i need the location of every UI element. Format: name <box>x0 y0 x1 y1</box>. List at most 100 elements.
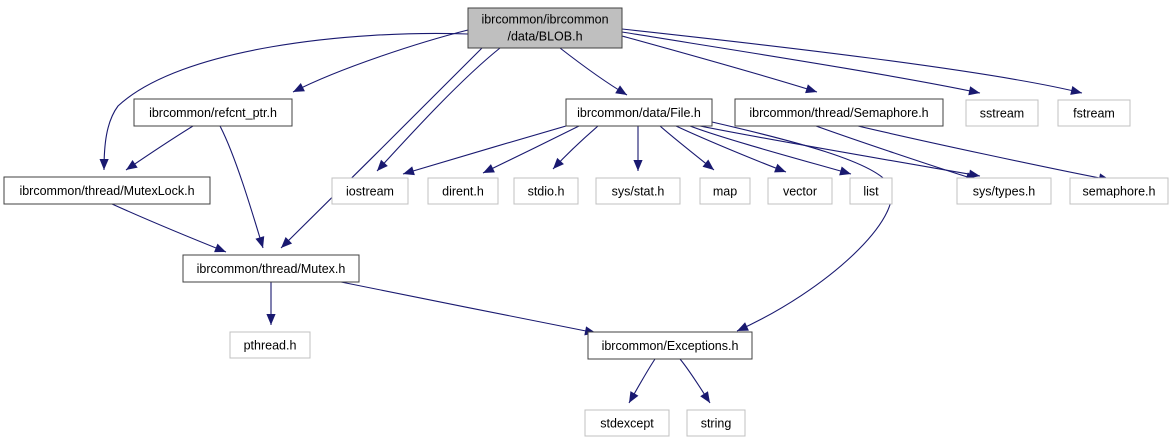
node-box-stdexcept[interactable] <box>584 409 670 437</box>
node-sysstat[interactable]: sys/stat.h <box>595 177 681 205</box>
node-dirent[interactable]: dirent.h <box>427 177 499 205</box>
node-sstream[interactable]: sstream <box>965 99 1039 127</box>
node-blob[interactable]: ibrcommon/ibrcommon/data/BLOB.h <box>467 7 623 49</box>
node-label-refcnt: ibrcommon/refcnt_ptr.h <box>149 106 277 120</box>
edge-mutexlock-to-mutex <box>111 203 227 253</box>
node-map[interactable]: map <box>699 177 751 205</box>
arrowhead-blob-to-sstream <box>968 86 980 96</box>
node-box-vector[interactable] <box>767 177 833 205</box>
edge-blob-to-mutex <box>280 47 483 249</box>
node-exceptions[interactable]: ibrcommon/Exceptions.h <box>587 331 753 360</box>
edge-blob-to-sstream <box>621 31 981 94</box>
node-box-semaphore_h[interactable] <box>734 98 944 127</box>
node-label-blob-line2: /data/BLOB.h <box>507 29 582 43</box>
node-box-systypes[interactable] <box>956 177 1052 205</box>
node-fstream[interactable]: fstream <box>1057 99 1131 127</box>
node-label-dirent: dirent.h <box>442 184 484 198</box>
edge-file-to-iostream <box>402 125 567 175</box>
node-label-string: string <box>701 416 732 430</box>
edge-blob-to-refcnt <box>292 29 469 93</box>
node-vector[interactable]: vector <box>767 177 833 205</box>
node-stdexcept[interactable]: stdexcept <box>584 409 670 437</box>
node-semaphore_sys[interactable]: semaphore.h <box>1069 177 1169 205</box>
node-label-semaphore_h: ibrcommon/thread/Semaphore.h <box>749 106 928 120</box>
node-refcnt[interactable]: ibrcommon/refcnt_ptr.h <box>133 98 293 127</box>
node-box-sysstat[interactable] <box>595 177 681 205</box>
nodes-layer: ibrcommon/ibrcommon/data/BLOB.hibrcommon… <box>3 7 1169 437</box>
node-label-vector: vector <box>783 184 817 198</box>
edge-blob-to-file <box>559 47 628 96</box>
node-box-refcnt[interactable] <box>133 98 293 127</box>
node-box-pthread[interactable] <box>229 331 311 359</box>
arrowhead-file-to-exceptions <box>737 322 749 331</box>
node-label-sstream: sstream <box>980 106 1024 120</box>
node-label-blob-line1: ibrcommon/ibrcommon <box>481 12 608 26</box>
arrowhead-file-to-dirent <box>483 164 495 173</box>
arrowhead-blob-to-iostream <box>377 159 388 171</box>
node-box-blob[interactable] <box>467 7 623 49</box>
node-label-stdio: stdio.h <box>528 184 565 198</box>
node-string[interactable]: string <box>686 409 746 437</box>
arrowhead-blob-to-file <box>615 85 627 95</box>
node-box-file[interactable] <box>565 98 713 127</box>
node-label-stdexcept: stdexcept <box>600 416 654 430</box>
edge-blob-to-mutexlock <box>103 32 469 171</box>
arrowhead-file-to-vector <box>774 163 786 173</box>
node-systypes[interactable]: sys/types.h <box>956 177 1052 205</box>
edge-blob-to-iostream <box>376 47 501 172</box>
arrowhead-mutex-to-pthread <box>266 314 276 325</box>
node-mutexlock[interactable]: ibrcommon/thread/MutexLock.h <box>3 176 211 205</box>
edge-semaphore_h-to-systypes <box>815 125 978 181</box>
arrowhead-blob-to-mutex <box>281 237 293 248</box>
arrowhead-file-to-iostream <box>403 166 415 176</box>
node-box-semaphore_sys[interactable] <box>1069 177 1169 205</box>
node-box-string[interactable] <box>686 409 746 437</box>
arrowhead-blob-to-semaphore_h <box>805 84 817 94</box>
node-label-file: ibrcommon/data/File.h <box>577 106 701 120</box>
arrowhead-exceptions-to-string <box>700 391 710 403</box>
node-label-semaphore_sys: semaphore.h <box>1083 184 1156 198</box>
arrowhead-file-to-map <box>702 159 714 170</box>
node-list[interactable]: list <box>849 177 893 205</box>
node-pthread[interactable]: pthread.h <box>229 331 311 359</box>
node-box-mutex[interactable] <box>182 254 360 283</box>
node-label-pthread: pthread.h <box>244 338 297 352</box>
arrowhead-blob-to-fstream <box>1070 85 1082 95</box>
arrowhead-blob-to-refcnt <box>293 82 305 92</box>
node-iostream[interactable]: iostream <box>331 177 409 205</box>
node-label-mutexlock: ibrcommon/thread/MutexLock.h <box>19 184 194 198</box>
node-mutex[interactable]: ibrcommon/thread/Mutex.h <box>182 254 360 283</box>
node-file[interactable]: ibrcommon/data/File.h <box>565 98 713 127</box>
edge-semaphore_h-to-semaphore_sys <box>857 125 1111 181</box>
node-box-map[interactable] <box>699 177 751 205</box>
arrowhead-exceptions-to-stdexcept <box>629 391 639 403</box>
node-label-map: map <box>713 184 737 198</box>
edge-file-to-dirent <box>482 125 580 174</box>
node-label-systypes: sys/types.h <box>973 184 1036 198</box>
node-box-fstream[interactable] <box>1057 99 1131 127</box>
edge-file-to-systypes <box>699 125 981 177</box>
arrowhead-mutexlock-to-mutex <box>214 243 226 253</box>
node-box-stdio[interactable] <box>513 177 579 205</box>
node-box-mutexlock[interactable] <box>3 176 211 205</box>
edge-blob-to-fstream <box>621 28 1083 94</box>
node-label-list: list <box>863 184 879 198</box>
node-stdio[interactable]: stdio.h <box>513 177 579 205</box>
arrowhead-file-to-list <box>839 166 851 176</box>
node-label-sysstat: sys/stat.h <box>612 184 665 198</box>
node-box-iostream[interactable] <box>331 177 409 205</box>
edge-refcnt-to-mutex <box>219 125 264 249</box>
node-label-iostream: iostream <box>346 184 394 198</box>
node-label-fstream: fstream <box>1073 106 1115 120</box>
node-label-mutex: ibrcommon/thread/Mutex.h <box>197 262 346 276</box>
edge-file-to-list <box>689 125 852 175</box>
edge-blob-to-semaphore_h <box>621 35 818 93</box>
node-box-exceptions[interactable] <box>587 331 753 360</box>
arrowhead-refcnt-to-mutexlock <box>126 160 138 170</box>
node-box-dirent[interactable] <box>427 177 499 205</box>
arrowhead-blob-to-mutexlock <box>99 158 109 170</box>
node-box-list[interactable] <box>849 177 893 205</box>
node-semaphore_h[interactable]: ibrcommon/thread/Semaphore.h <box>734 98 944 127</box>
node-box-sstream[interactable] <box>965 99 1039 127</box>
